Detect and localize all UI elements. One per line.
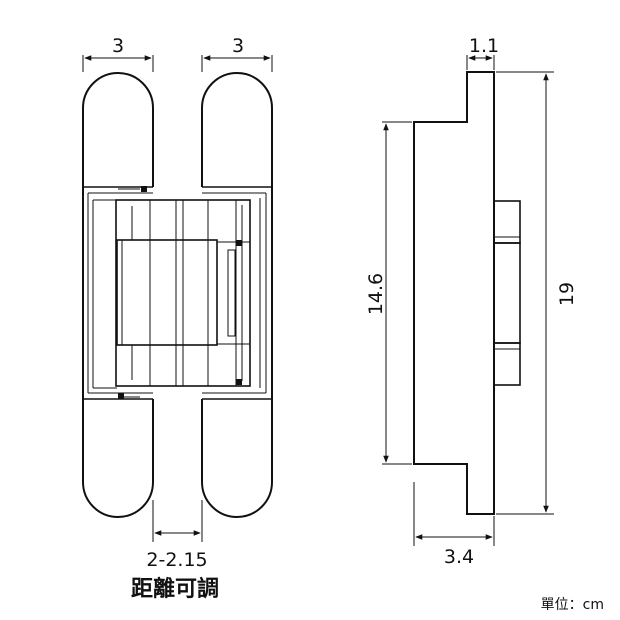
depth-label: 3.4 — [444, 546, 474, 568]
gap-range-label: 2-2.15 — [146, 549, 207, 571]
right-width-label: 3 — [232, 35, 244, 57]
adjustable-distance-caption: 距離可調 — [131, 576, 219, 602]
front-dimensions — [82, 55, 273, 542]
body-height-label: 14.6 — [365, 273, 387, 315]
side-profile — [413, 71, 495, 515]
right-hinge-leaf — [201, 72, 273, 518]
thickness-label: 1.1 — [469, 35, 499, 57]
front-view — [82, 72, 273, 518]
total-height-label: 19 — [556, 282, 578, 306]
hinge-mechanism — [115, 199, 251, 387]
side-tabs — [493, 200, 521, 386]
side-view — [413, 71, 521, 515]
left-hinge-leaf — [82, 72, 154, 518]
side-dimensions — [382, 55, 554, 546]
unit-label: 單位：cm — [541, 597, 604, 613]
left-width-label: 3 — [112, 35, 124, 57]
